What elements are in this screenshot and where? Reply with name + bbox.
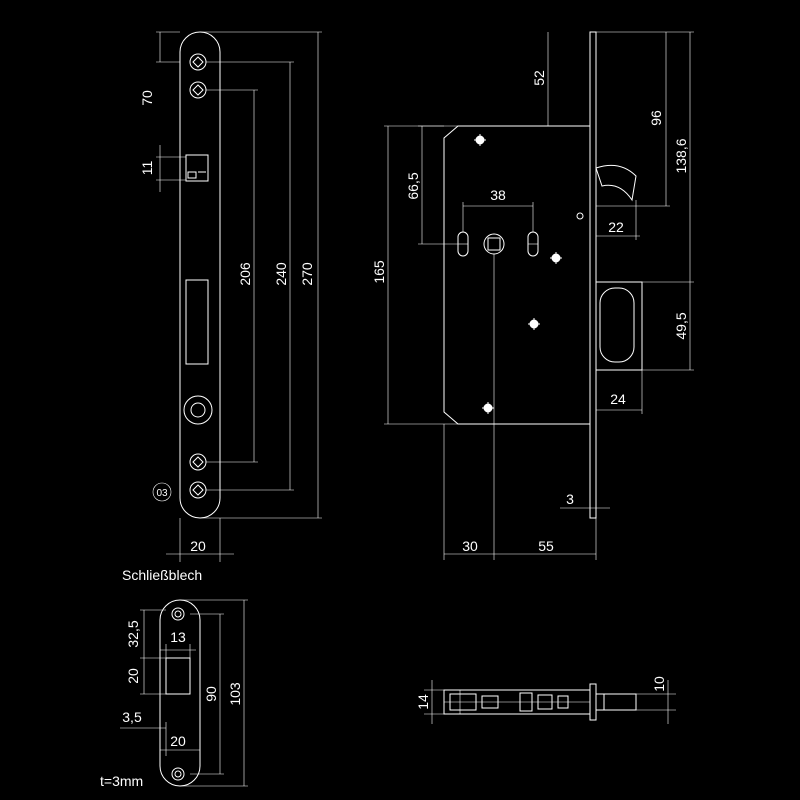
screw-head-icon: [482, 402, 494, 414]
screw-hole-icon: [189, 53, 207, 71]
part-number-badge: [152, 482, 172, 502]
dim-96: 96: [648, 110, 664, 126]
screw-hole-icon: [189, 453, 207, 471]
side-dimension-lines: [424, 680, 676, 724]
dim-3: 3: [566, 491, 574, 507]
lock-body-view: 52 96 138,6 66,5 38 22 165 49,5 24 3 30 …: [371, 31, 694, 560]
faceplate-view: 03 70 11 206 240 270 20: [139, 31, 322, 562]
dim-30: 30: [462, 538, 478, 554]
dim-32-5: 32,5: [125, 620, 141, 647]
body-faceplate-strip: [589, 31, 597, 519]
lock-case-outline: [443, 125, 591, 425]
screw-hole-icon: [189, 481, 207, 499]
dim-90: 90: [203, 686, 219, 702]
screw-head-icon: [474, 134, 486, 146]
dim-240: 240: [273, 262, 289, 286]
finger-pull: [595, 281, 643, 371]
thickness-label: t=3mm: [100, 773, 143, 789]
faceplate-dimension-lines: [156, 31, 322, 562]
side-latch-bolt: [595, 693, 637, 711]
bolt-slot: [185, 279, 209, 365]
strike-opening: [165, 657, 191, 695]
dim-3-5: 3,5: [122, 709, 142, 725]
slot-right: [527, 231, 539, 257]
faceplate-outline: [179, 31, 221, 519]
dim-20-faceplate: 20: [190, 538, 206, 554]
dim-38: 38: [490, 187, 506, 203]
hook-bolt: [595, 164, 637, 202]
strike-plate-title: Schließblech: [122, 567, 202, 583]
screw-head-icon: [528, 318, 540, 330]
dim-11: 11: [139, 161, 155, 176]
strike-plate-view: Schließblech: [100, 567, 248, 789]
dim-103: 103: [227, 682, 243, 706]
dim-20-strike-width: 20: [170, 733, 186, 749]
strike-dimension-lines: [120, 599, 248, 787]
dim-138-6: 138,6: [673, 138, 689, 173]
cylinder-hole-icon: [183, 395, 213, 425]
side-mechanism-details: [444, 690, 590, 714]
dim-52: 52: [531, 70, 547, 86]
dim-55: 55: [538, 538, 554, 554]
screw-head-icon: [550, 252, 562, 264]
dim-66-5: 66,5: [405, 172, 421, 199]
screw-hole-icon: [171, 767, 185, 781]
dim-206: 206: [237, 262, 253, 286]
slot-left: [457, 231, 469, 257]
dim-10: 10: [651, 676, 667, 692]
side-view: 14 10: [415, 676, 676, 724]
side-faceplate: [589, 683, 597, 721]
dim-49-5: 49,5: [673, 312, 689, 339]
spindle-square-icon: [483, 233, 505, 255]
dim-20-strike-height: 20: [125, 668, 141, 684]
dim-22: 22: [608, 219, 624, 235]
dim-165: 165: [371, 260, 387, 284]
dim-70: 70: [139, 90, 155, 106]
dim-13: 13: [170, 629, 186, 645]
dim-24: 24: [610, 391, 626, 407]
body-dimension-lines: [384, 31, 694, 560]
screw-hole-icon: [171, 607, 185, 621]
screw-hole-icon: [189, 81, 207, 99]
dim-270: 270: [299, 262, 315, 286]
pin-dot: [576, 212, 584, 220]
latch-window: [185, 154, 209, 182]
part-number-label: 03: [156, 488, 168, 499]
dim-14: 14: [415, 694, 431, 710]
